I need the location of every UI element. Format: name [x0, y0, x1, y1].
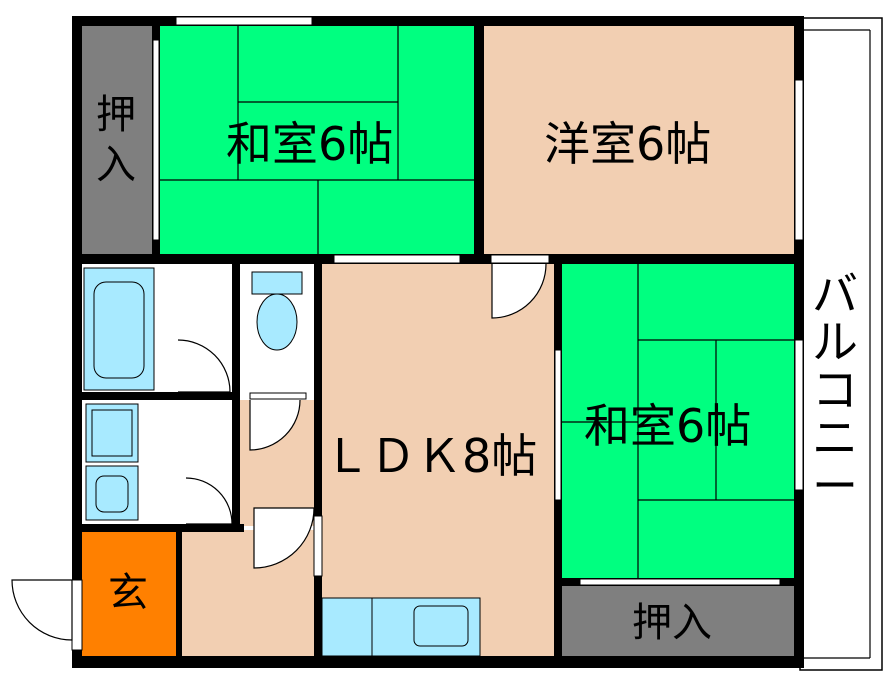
closet-bottom [562, 586, 794, 656]
label-genkan: 玄 [108, 570, 148, 616]
label-washitsu-top: 和室6帖 [226, 117, 393, 171]
youshitsu [484, 26, 794, 254]
label-oshiire-left: 押入 [96, 92, 136, 188]
ldk [320, 264, 554, 656]
genkan [80, 532, 178, 656]
label-washitsu-right: 和室6帖 [584, 399, 751, 453]
tatami-lines-right [562, 264, 794, 580]
closet-left [80, 26, 154, 254]
washitsu-top [160, 26, 474, 254]
label-oshiire-bottom: 押入 [632, 600, 712, 646]
kitchen-sink [413, 605, 469, 647]
toilet-bowl [256, 293, 298, 351]
balcony [799, 17, 883, 671]
label-balcony: バルコニー [812, 267, 858, 513]
openings [71, 16, 804, 651]
tatami-lines-top [160, 26, 474, 254]
label-ldk: ＬＤＫ8帖 [324, 429, 537, 483]
door-swings [11, 263, 547, 641]
label-youshitsu: 洋室6帖 [544, 117, 711, 171]
